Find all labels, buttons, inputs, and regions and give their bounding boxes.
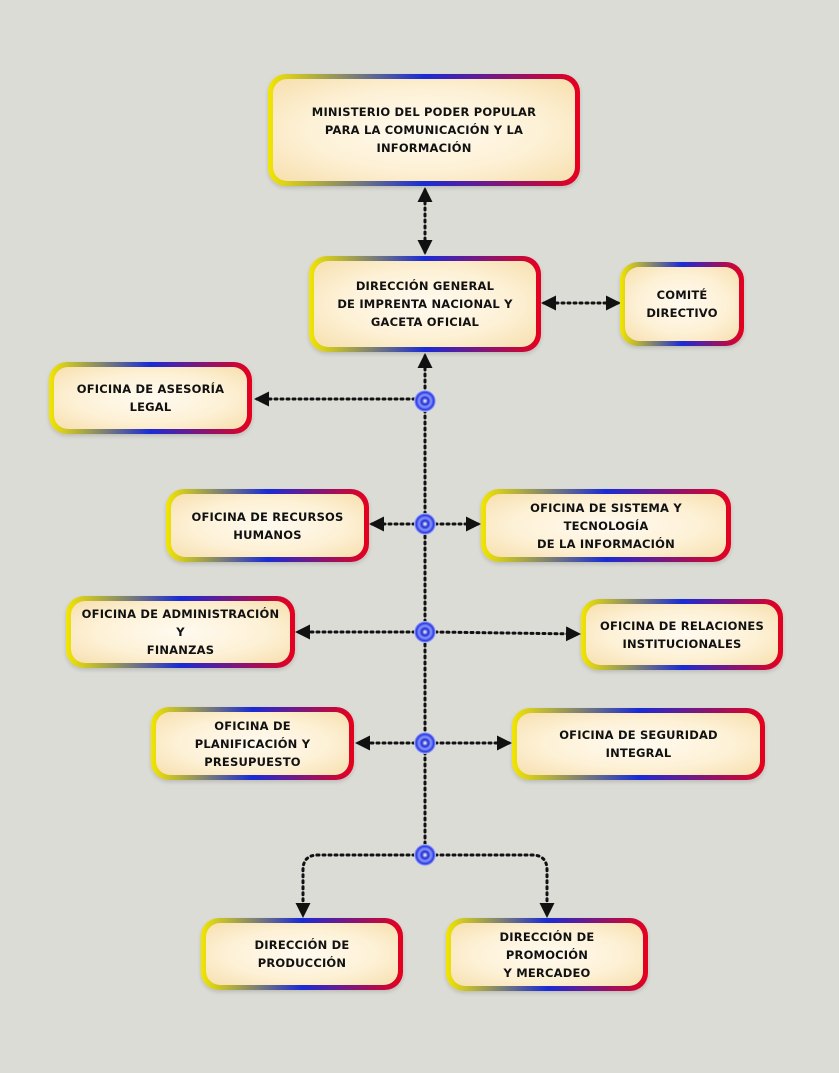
junction-node [414,513,436,535]
junction-node [414,732,436,754]
node-sistema-tecnologia: OFICINA DE SISTEMA Y TECNOLOGÍA DE LA IN… [481,489,731,562]
junction-node [414,844,436,866]
node-asesoria-legal-label: OFICINA DE ASESORÍA LEGAL [54,367,247,429]
node-planificacion-presupuesto-label: OFICINA DE PLANIFICACIÓN Y PRESUPUESTO [156,712,349,775]
node-direccion-general-label: DIRECCIÓN GENERAL DE IMPRENTA NACIONAL Y… [314,261,536,347]
node-seguridad-integral-label: OFICINA DE SEGURIDAD INTEGRAL [517,713,760,775]
connector-promocion [433,853,555,918]
connector-produccion [295,853,417,918]
node-sistema-tecnologia-label: OFICINA DE SISTEMA Y TECNOLOGÍA DE LA IN… [486,494,726,557]
node-asesoria-legal: OFICINA DE ASESORÍA LEGAL [49,362,252,434]
node-planificacion-presupuesto: OFICINA DE PLANIFICACIÓN Y PRESUPUESTO [151,707,354,780]
node-recursos-humanos-label: OFICINA DE RECURSOS HUMANOS [171,494,364,557]
node-ministerio-label: MINISTERIO DEL PODER POPULAR PARA LA COM… [273,79,575,181]
node-recursos-humanos: OFICINA DE RECURSOS HUMANOS [166,489,369,562]
node-direccion-general: DIRECCIÓN GENERAL DE IMPRENTA NACIONAL Y… [309,256,541,352]
node-administracion-finanzas: OFICINA DE ADMINISTRACIÓN Y FINANZAS [66,596,295,668]
node-relaciones-institucionales-label: OFICINA DE RELACIONES INSTITUCIONALES [586,604,778,665]
node-relaciones-institucionales: OFICINA DE RELACIONES INSTITUCIONALES [581,599,783,670]
junction-node [414,621,436,643]
junction-node [414,390,436,412]
node-administracion-finanzas-label: OFICINA DE ADMINISTRACIÓN Y FINANZAS [71,601,290,663]
node-seguridad-integral: OFICINA DE SEGURIDAD INTEGRAL [512,708,765,780]
node-direccion-promocion-label: DIRECCIÓN DE PROMOCIÓN Y MERCADEO [451,923,643,986]
node-direccion-promocion: DIRECCIÓN DE PROMOCIÓN Y MERCADEO [446,918,648,991]
node-comite-directivo-label: COMITÉ DIRECTIVO [625,267,739,341]
connector-relaciones [433,626,581,642]
node-direccion-produccion-label: DIRECCIÓN DE PRODUCCIÓN [206,923,398,985]
node-direccion-produccion: DIRECCIÓN DE PRODUCCIÓN [201,918,403,990]
node-ministerio: MINISTERIO DEL PODER POPULAR PARA LA COM… [268,74,580,186]
node-comite-directivo: COMITÉ DIRECTIVO [620,262,744,346]
